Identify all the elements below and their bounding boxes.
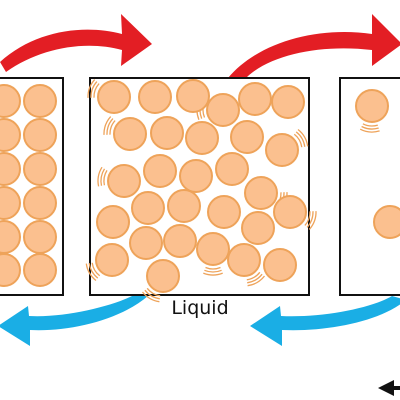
liquid-motion-line (88, 263, 99, 279)
liquid-motion-line (295, 131, 306, 147)
liquid-particle (265, 133, 299, 167)
solid-panel-border (0, 77, 64, 296)
solid-particle (0, 186, 21, 220)
liquid-particle (263, 248, 297, 282)
liquid-motion-line (308, 211, 317, 230)
cooling-arrows (0, 296, 400, 346)
liquid-motion-line (204, 269, 222, 273)
liquid-panel (85, 77, 317, 303)
liquid-particle (227, 243, 261, 277)
liquid-particle (163, 224, 197, 258)
liquid-particle (176, 79, 210, 113)
liquid-motion-line (90, 81, 98, 98)
liquid-particle (185, 121, 219, 155)
solid-particle (23, 253, 57, 287)
liquid-particle (129, 226, 163, 260)
liquid-particle (241, 211, 275, 245)
liquid-motion-line (87, 79, 96, 98)
liquid-motion-line (85, 263, 97, 282)
liquid-motion-line (103, 116, 112, 135)
liquid-particle (113, 117, 147, 151)
liquid-particle (179, 159, 213, 193)
gas-motion-lines (359, 123, 380, 133)
liquid-particle (207, 195, 241, 229)
gas-motion-line (359, 128, 380, 133)
solid-particle (23, 220, 57, 254)
gas-panel-border (339, 77, 400, 296)
solid-particles (0, 84, 57, 287)
liquid-motion-line (106, 118, 114, 135)
heating-arrow-solid-to-liquid (0, 14, 152, 72)
solid-particle (23, 152, 57, 186)
gas-particle (355, 89, 389, 123)
liquid-particle (131, 191, 165, 225)
liquid-motion-line (247, 273, 263, 284)
solid-particle (23, 186, 57, 220)
liquid-particle (196, 232, 230, 266)
liquid-particle (107, 164, 141, 198)
liquid-motion-line (100, 168, 106, 186)
liquid-motion-line (141, 291, 160, 303)
liquid-particle (244, 176, 278, 210)
liquid-particle (96, 205, 130, 239)
solid-particle (23, 118, 57, 152)
liquid-motion-line (97, 166, 103, 187)
liquid-particle (273, 195, 307, 229)
solid-particle (0, 152, 21, 186)
liquid-particle (146, 259, 180, 293)
liquid-particle (97, 80, 131, 114)
liquid-motion-line (246, 271, 261, 281)
liquid-particle (138, 80, 172, 114)
liquid-motion-line (293, 133, 303, 148)
liquid-motion-line (146, 287, 161, 297)
liquid-particle (215, 152, 249, 186)
corner-arrow-icon (378, 380, 400, 396)
liquid-particle (95, 243, 129, 277)
liquid-particle (230, 120, 264, 154)
solid-particle (0, 118, 21, 152)
liquid-particle (150, 116, 184, 150)
liquid-motion-line (304, 211, 311, 226)
liquid-motion-line (205, 266, 221, 270)
solid-particle (0, 84, 21, 118)
gas-particle (373, 205, 400, 239)
cooling-arrow-gas-to-liquid (250, 296, 400, 346)
gas-motion-line (362, 123, 378, 127)
liquid-particle (271, 85, 305, 119)
liquid-motion-line (93, 83, 100, 98)
liquid-particles (95, 79, 307, 293)
liquid-label: Liquid (171, 297, 229, 319)
heating-arrows (0, 14, 400, 80)
solid-particle (23, 84, 57, 118)
liquid-motion-line (109, 120, 116, 135)
gas-motion-line (361, 125, 379, 130)
liquid-particle (143, 154, 177, 188)
liquid-motion-line (247, 275, 266, 287)
heating-arrow-liquid-to-gas (228, 14, 400, 80)
liquid-particle (167, 189, 201, 223)
gas-panel (339, 77, 400, 296)
liquid-motion-line (103, 170, 108, 186)
liquid-motion-line (144, 289, 160, 300)
liquid-motion-line (297, 128, 309, 147)
liquid-motion-line (203, 272, 223, 276)
liquid-particle (206, 93, 240, 127)
liquid-particle (238, 82, 272, 116)
gas-particles (355, 89, 400, 239)
solid-panel (0, 77, 64, 296)
solid-particle (0, 220, 21, 254)
solid-particle (0, 253, 21, 287)
liquid-motion-line (91, 262, 101, 277)
cooling-arrow-liquid-to-solid (0, 296, 148, 346)
liquid-motion-line (306, 211, 314, 228)
